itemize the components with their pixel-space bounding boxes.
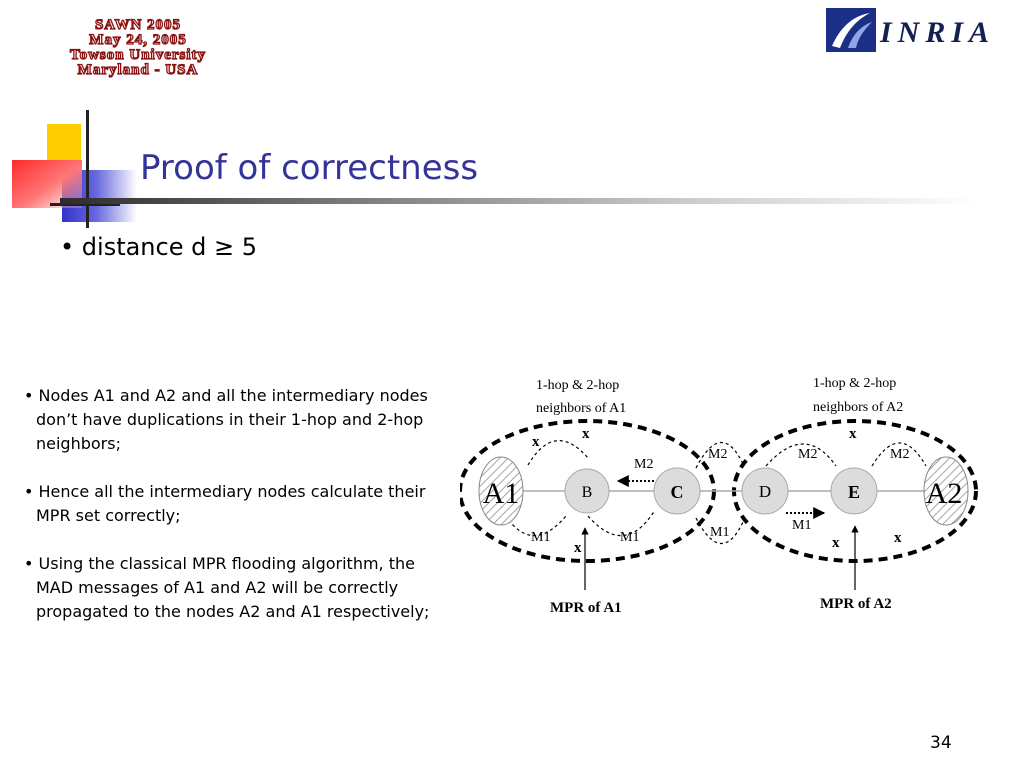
x-mark: x <box>832 535 840 551</box>
conference-line: Towson University <box>69 47 207 63</box>
x-mark: x <box>574 540 582 556</box>
decor-vertical-line <box>86 110 89 228</box>
m2-label: M2 <box>890 447 909 462</box>
x-mark: x <box>582 426 590 442</box>
m1-label: M1 <box>531 530 550 545</box>
node-a2 <box>923 456 969 526</box>
node-d-label: D <box>759 482 771 501</box>
decor-horizontal-line <box>50 203 120 206</box>
m1-label: M1 <box>792 518 811 533</box>
node-c-label: C <box>671 482 684 502</box>
node-a1 <box>478 456 524 526</box>
neighbors-a1-label-line1: 1-hop & 2-hop <box>536 378 619 393</box>
node-a2-label: A2 <box>926 477 963 510</box>
slide-subtitle: • distance d ≥ 5 <box>60 233 257 261</box>
m1-label: M1 <box>620 530 639 545</box>
message-arcs <box>501 440 927 545</box>
conference-info: SAWN 2005 May 24, 2005 Towson University… <box>28 17 248 78</box>
m2-label: M2 <box>634 457 653 472</box>
node-e <box>830 467 878 515</box>
inria-logo-mark <box>826 8 876 52</box>
mpr-flooding-diagram: A1 B C D E A2 1-hop & 2-hop neighbors of… <box>460 376 978 616</box>
neighbors-a1-label-line2: neighbors of A1 <box>536 401 626 416</box>
bullet-list: • Nodes A1 and A2 and all the intermedia… <box>24 384 444 648</box>
node-c <box>653 467 701 515</box>
m2-label: M2 <box>798 447 817 462</box>
x-mark: x <box>894 530 902 546</box>
x-mark: x <box>532 434 540 450</box>
inria-logo-text: INRIA <box>880 16 996 49</box>
node-e-label: E <box>848 482 860 502</box>
node-b-label: B <box>582 484 593 501</box>
page-number: 34 <box>930 733 952 753</box>
node-a1-label: A1 <box>483 477 520 510</box>
conference-line: Maryland - USA <box>77 62 199 78</box>
node-b <box>564 468 610 514</box>
mpr-a1-label: MPR of A1 <box>550 600 622 616</box>
bullet-item: • Using the classical MPR flooding algor… <box>24 554 430 621</box>
m2-label: M2 <box>708 447 727 462</box>
conference-line: May 24, 2005 <box>89 32 187 48</box>
m1-label: M1 <box>710 525 729 540</box>
mpr-a2-label: MPR of A2 <box>820 596 892 612</box>
node-d <box>741 467 789 515</box>
bullet-item: • Hence all the intermediary nodes calcu… <box>24 482 426 525</box>
slide-title: Proof of correctness <box>140 148 479 188</box>
title-underline <box>60 198 980 204</box>
x-mark: x <box>849 426 857 442</box>
conference-line: SAWN 2005 <box>94 17 182 33</box>
neighbors-a2-label-line2: neighbors of A2 <box>813 400 903 415</box>
neighbors-a2-label-line1: 1-hop & 2-hop <box>813 376 896 391</box>
bullet-item: • Nodes A1 and A2 and all the intermedia… <box>24 386 428 453</box>
